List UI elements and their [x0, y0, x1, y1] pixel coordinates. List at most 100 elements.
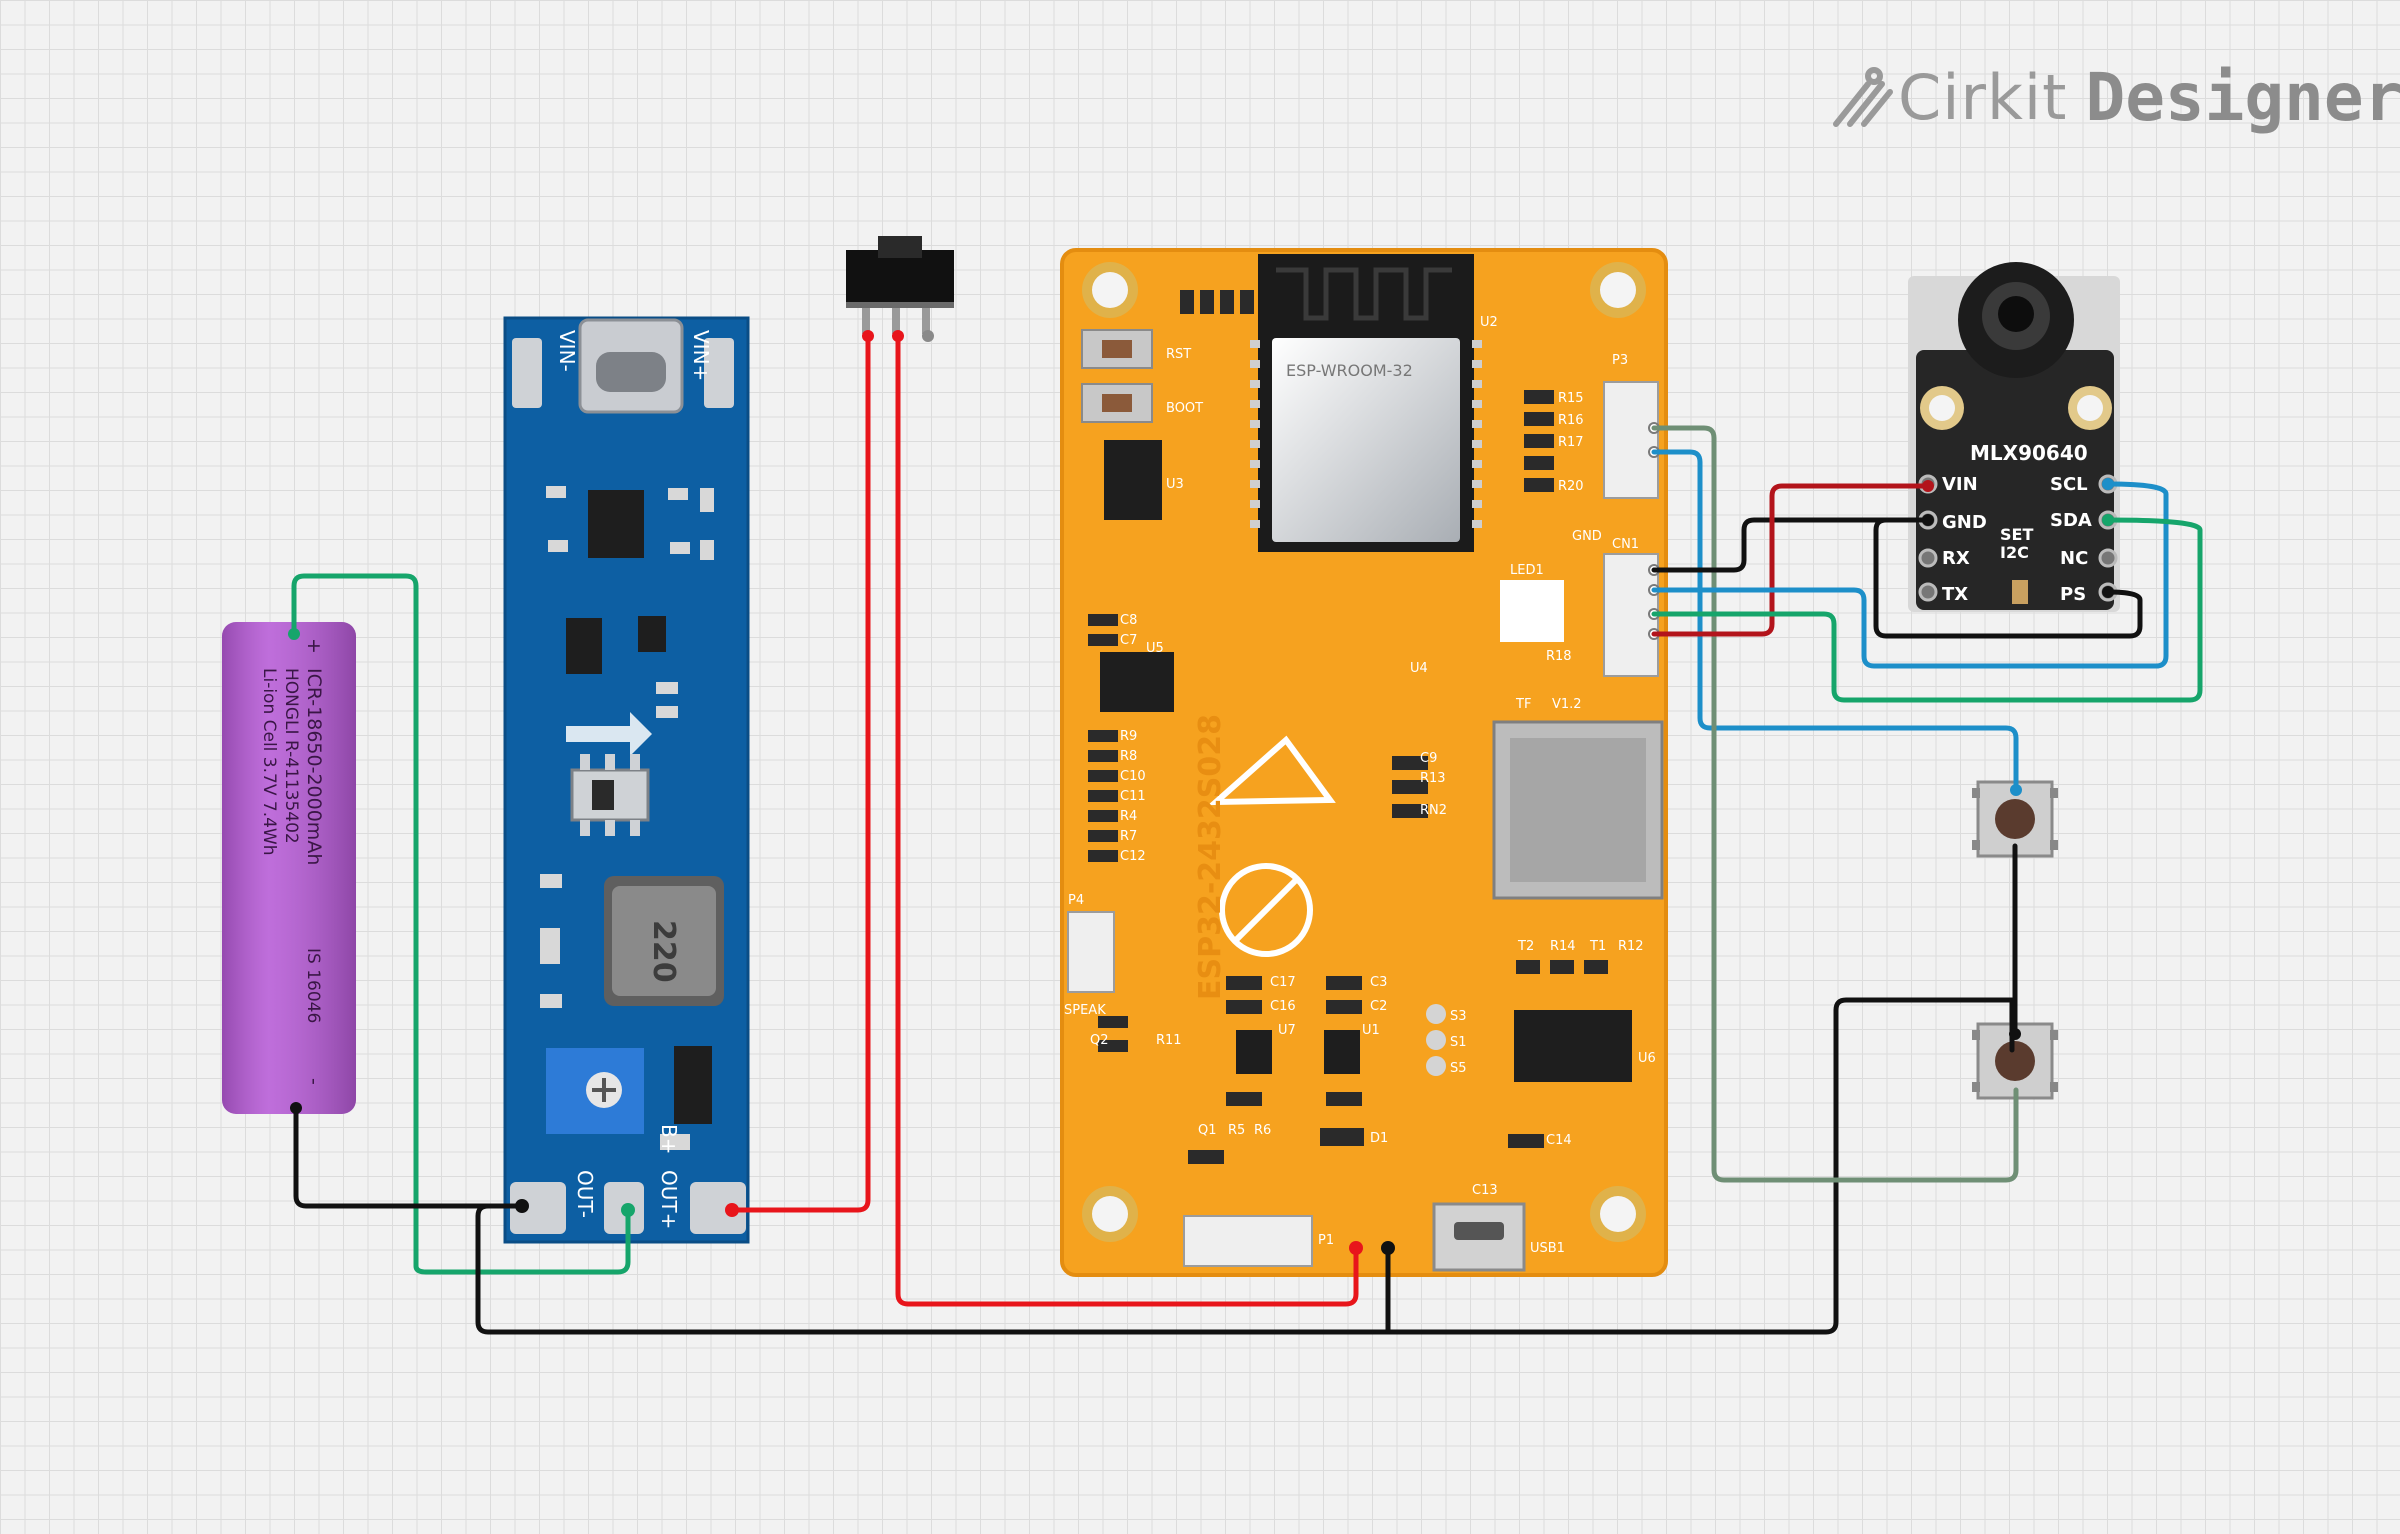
label-c9: C9	[1420, 751, 1437, 766]
pin-label-rx: RX	[1942, 548, 1970, 569]
battery-18650[interactable]: + ICR-18650-2000mAh HONGLI R-41135402 Li…	[222, 622, 356, 1114]
label-u4: U4	[1410, 661, 1428, 676]
label-c12: C12	[1120, 849, 1146, 864]
label-r9: R9	[1120, 729, 1137, 744]
label-cn1: CN1	[1612, 537, 1639, 552]
wire-cn1-vcc-to-sensor[interactable]	[1651, 483, 1931, 637]
label-p4: P4	[1068, 893, 1084, 908]
charger-out-minus-label: OUT-	[573, 1170, 597, 1218]
mounting-holes	[1082, 262, 1646, 1242]
i2c-label: I2C	[2000, 543, 2029, 562]
label-u5: U5	[1146, 641, 1164, 656]
wire-cn1-gnd-to-sensor[interactable]	[1651, 517, 1931, 573]
chip-u3	[1104, 440, 1162, 520]
pin-label-sda: SDA	[2050, 510, 2092, 531]
label-u1: U1	[1362, 1023, 1380, 1038]
battery-plus-label: +	[303, 638, 325, 654]
warning-icon	[1207, 735, 1336, 806]
wire-cn1-to-sda[interactable]	[1651, 517, 2203, 703]
boot-label: BOOT	[1166, 401, 1203, 416]
label-u7: U7	[1278, 1023, 1296, 1038]
label-c16: C16	[1270, 999, 1296, 1014]
label-s3: S3	[1450, 1009, 1467, 1024]
label-c13: C13	[1472, 1183, 1498, 1198]
pin-label-vin: VIN	[1942, 474, 1978, 495]
label-usb1: USB1	[1530, 1241, 1565, 1256]
logo-product: Designer	[2085, 58, 2400, 136]
label-r7: R7	[1120, 829, 1137, 844]
battery-maker: HONGLI R-41135402	[281, 668, 301, 844]
label-r16: R16	[1558, 413, 1584, 428]
label-t1: T1	[1589, 939, 1606, 954]
charger-pad-vin-minus[interactable]	[512, 338, 542, 408]
wire-p3-to-button1[interactable]	[1651, 449, 2019, 793]
charger-chip-u1	[588, 490, 644, 558]
mlx90640-sensor[interactable]: MLX90640 VIN GND RX TX SCL SDA NC PS SET…	[1908, 262, 2120, 612]
label-u6: U6	[1638, 1051, 1656, 1066]
label-version: V1.2	[1552, 697, 1582, 712]
pin-label-scl: SCL	[2050, 474, 2088, 495]
label-c7: C7	[1120, 633, 1137, 648]
wire-p3-to-button2[interactable]	[1651, 425, 2019, 1183]
arrow-icon	[566, 712, 652, 756]
charger-b-plus-label: B+	[657, 1124, 681, 1154]
charger-boost-module[interactable]: VIN- VIN+ 220	[503, 316, 750, 1244]
label-d1: D1	[1370, 1131, 1388, 1146]
label-c11: C11	[1120, 789, 1146, 804]
wire-ground-bus[interactable]	[475, 997, 2015, 1335]
pin-label-gnd: GND	[1942, 512, 1987, 533]
label-led1: LED1	[1510, 563, 1544, 578]
connector-p3[interactable]	[1603, 381, 1659, 499]
wire-switch-to-esp32[interactable]	[895, 333, 1359, 1307]
esp32-module-label: ESP-WROOM-32	[1286, 361, 1413, 380]
switch-pin-3[interactable]	[922, 330, 934, 342]
wire-gnd-to-ps[interactable]	[1873, 517, 2143, 639]
pin-label-nc: NC	[2060, 548, 2088, 569]
label-r17: R17	[1558, 435, 1584, 450]
charger-pad-out-plus[interactable]	[690, 1182, 746, 1234]
logo-icon	[1833, 67, 1893, 127]
charger-pad-out-minus[interactable]	[510, 1182, 566, 1234]
board-name: ESP32-2432S028	[1193, 714, 1228, 1000]
label-r6: R6	[1254, 1123, 1271, 1138]
label-speak: SPEAK	[1064, 1003, 1106, 1018]
label-u2: U2	[1480, 315, 1498, 330]
wire-battery-minus[interactable]	[293, 1105, 525, 1209]
esp32-antenna	[1258, 254, 1474, 334]
label-r4: R4	[1120, 809, 1137, 824]
wire-out-plus-to-switch[interactable]	[729, 333, 871, 1213]
label-tf: TF	[1515, 697, 1531, 712]
chip-u5	[1100, 652, 1174, 712]
rst-label: RST	[1166, 347, 1191, 362]
wire-cn1-to-scl[interactable]	[1651, 481, 2169, 669]
esp32-2432s028-board[interactable]: ESP-WROOM-32 RST BOOT	[1060, 248, 1668, 1277]
pin-label-ps: PS	[2060, 584, 2086, 605]
wire-battery-plus[interactable]	[291, 573, 631, 1275]
label-r5: R5	[1228, 1123, 1245, 1138]
label-c2: C2	[1370, 999, 1387, 1014]
charger-out-plus-label: OUT+	[657, 1170, 681, 1229]
speaker-connector[interactable]	[1067, 911, 1115, 993]
power-slide-switch[interactable]	[846, 236, 954, 342]
label-gnd: GND	[1572, 529, 1602, 544]
label-r14: R14	[1550, 939, 1576, 954]
battery-spec: Li-ion Cell 3.7V 7.4Wh	[259, 668, 279, 856]
label-c3: C3	[1370, 975, 1387, 990]
label-c8: C8	[1120, 613, 1137, 628]
label-u3: U3	[1166, 477, 1184, 492]
charger-vin-minus-label: VIN-	[555, 330, 579, 372]
inductor-label: 220	[646, 920, 681, 983]
logo-brand: Cirkit	[1898, 60, 2068, 134]
label-c17: C17	[1270, 975, 1296, 990]
set-label: SET	[2000, 525, 2033, 544]
label-t2: T2	[1517, 939, 1534, 954]
led1	[1500, 580, 1564, 642]
chip-u6	[1514, 1010, 1632, 1082]
pin-label-tx: TX	[1942, 584, 1968, 605]
charger-pad-vin-plus[interactable]	[704, 338, 734, 408]
label-q1: Q1	[1198, 1123, 1217, 1138]
charger-vin-plus-label: VIN+	[689, 330, 713, 381]
connector-p1[interactable]	[1183, 1215, 1313, 1267]
label-s1: S1	[1450, 1035, 1467, 1050]
